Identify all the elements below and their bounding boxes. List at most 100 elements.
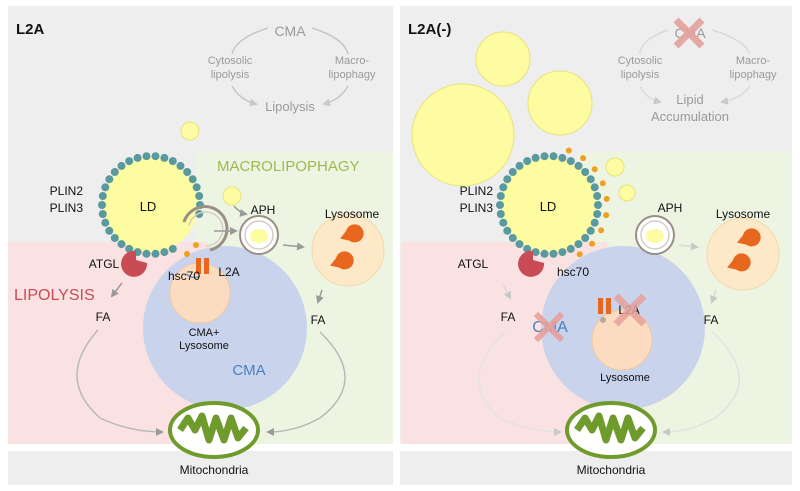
plin-coat-dot <box>594 201 602 209</box>
plin-coat-dot <box>117 161 126 170</box>
plin-coat-dot <box>160 248 169 257</box>
plin-coat-dot <box>499 183 508 192</box>
left-aph-content <box>250 229 268 243</box>
left-cycle-cma: CMA <box>274 23 306 39</box>
right-fa-left: FA <box>501 310 516 324</box>
plin-coat-dot <box>558 153 567 162</box>
right-ld-marker-dots <box>565 147 610 258</box>
right-plin3-label: PLIN3 <box>460 201 494 215</box>
plin-coat-dot <box>101 218 110 227</box>
right-arrow-fa-to-mito-right <box>662 331 740 436</box>
plin-coat-dot <box>142 152 151 161</box>
right-cycle-arc-left <box>639 29 669 55</box>
left-aph-droplet <box>222 186 242 206</box>
right-panel-title: L2A(-) <box>408 21 451 38</box>
plin-coat-dot <box>586 226 595 235</box>
right-cycle-arc-right <box>711 29 751 55</box>
right-aph-ring <box>640 220 670 250</box>
plin-coat-dot <box>133 153 142 162</box>
right-cycle-lipophagy: lipophagy <box>729 69 777 81</box>
plin-coat-dot <box>508 234 517 242</box>
left-panel: L2A CMA Cytosolic lipolysis Macro- lipop… <box>8 6 393 485</box>
ld-marker-dot <box>576 251 583 258</box>
left-lysosome-label: Lysosome <box>325 207 380 221</box>
left-aph-label: APH <box>251 203 276 217</box>
left-cycle-cytosolic: Cytosolic <box>208 55 253 67</box>
plin-coat-dot <box>586 175 595 184</box>
ld-marker-dot <box>591 166 598 173</box>
right-plin-coat <box>496 152 602 258</box>
left-cycle-lipophagy: lipophagy <box>328 69 376 81</box>
right-atgl-label: ATGL <box>458 257 489 271</box>
plin-coat-dot <box>590 183 599 192</box>
left-l2a-label: L2A <box>218 265 239 279</box>
right-fa-right: FA <box>704 313 719 327</box>
right-plin2-label: PLIN2 <box>460 184 494 198</box>
plin-coat-dot <box>496 201 504 209</box>
plin-coat-dot <box>590 218 599 227</box>
ld-marker-dot <box>598 227 605 234</box>
right-cycle-cma-cross-icon <box>673 17 705 49</box>
plin-coat-dot <box>192 183 201 192</box>
plin-coat-dot <box>117 240 126 249</box>
right-inner-lysosome <box>591 309 653 371</box>
plin-coat-dot <box>98 201 106 209</box>
right-large-lipid-droplet <box>411 83 515 187</box>
right-large-lipid-droplet <box>527 70 593 136</box>
right-mitochondria-label: Mitochondria <box>577 463 646 477</box>
plin-coat-dot <box>540 152 549 161</box>
plin-coat-dot <box>515 240 524 249</box>
left-arrow-atgl-down <box>110 282 123 298</box>
plin-coat-dot <box>531 153 540 162</box>
right-l2a-receptor-a <box>598 298 603 314</box>
ld-marker-dot <box>603 212 610 219</box>
left-fa-left: FA <box>96 310 111 324</box>
left-aph-ring <box>244 220 274 250</box>
ld-marker-dot <box>565 147 572 154</box>
plin-coat-dot <box>515 161 524 170</box>
right-aph-label: APH <box>658 201 683 215</box>
plin-coat-dot <box>549 152 558 161</box>
right-cycle-result-line1: Lipid <box>676 92 703 107</box>
right-panel: L2A(-) CMA Cytosolic lipolysis Macro- li… <box>400 6 792 485</box>
left-hsc70-label: hsc70 <box>168 269 200 283</box>
left-ld-marker-dot <box>193 242 199 248</box>
left-cma-lysosome-line1: CMA+ <box>189 327 220 339</box>
left-macrolipophagy-label: MACROLIPOPHAGY <box>217 158 360 175</box>
plin-coat-dot <box>574 240 583 249</box>
left-lipolysis-label: LIPOLYSIS <box>14 287 95 304</box>
left-phagophore <box>182 205 229 252</box>
right-small-lipid-droplet <box>605 157 625 177</box>
plin-coat-dot <box>581 168 590 176</box>
plin-coat-dot <box>195 192 204 200</box>
right-atgl-icon <box>518 250 545 277</box>
right-cycle-macro: Macro- <box>736 55 771 67</box>
left-lysosome-enzyme-icon <box>340 224 364 243</box>
right-arrow-aph-to-lysosome <box>678 242 699 251</box>
right-cycle-lipolysis-word: lipolysis <box>621 69 660 81</box>
left-ld-label: LD <box>140 199 157 214</box>
left-mitochondria-label: Mitochondria <box>180 463 249 477</box>
left-fa-right: FA <box>311 313 326 327</box>
left-cycle-arc-left <box>231 27 269 55</box>
left-lysosome <box>311 213 385 287</box>
plin-coat-dot <box>593 192 602 200</box>
left-cma-lysosome-line2: Lysosome <box>179 340 229 352</box>
right-lysosome-enzyme-icon <box>727 253 751 272</box>
plin-coat-dot <box>125 244 134 253</box>
plin-coat-dot <box>183 168 192 176</box>
right-arrow-lysosome-down <box>710 289 718 304</box>
left-atgl-icon <box>121 250 148 277</box>
left-cycle-lipolysis-word: lipolysis <box>211 69 250 81</box>
right-cycle-arrow-left <box>639 85 662 105</box>
left-mitochondria-cristae <box>177 412 249 444</box>
right-l2a-cross-icon <box>613 293 647 327</box>
left-phagophore-inner <box>188 211 224 247</box>
plin-coat-dot <box>110 168 119 176</box>
left-plin3-label: PLIN3 <box>50 201 84 215</box>
plin-coat-dot <box>508 168 517 176</box>
ld-marker-dot <box>603 195 610 202</box>
plin-coat-dot <box>176 161 185 170</box>
left-lipid-droplet <box>104 158 198 252</box>
